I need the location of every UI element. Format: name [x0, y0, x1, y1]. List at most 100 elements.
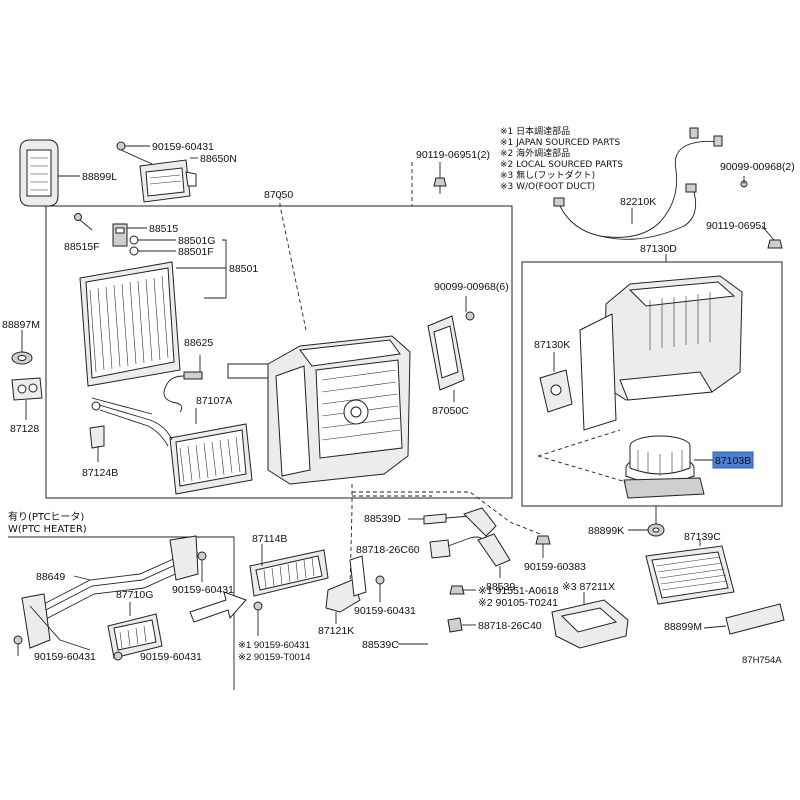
expansion-valve-88515-part	[112, 223, 128, 247]
grommet-87128-part	[11, 377, 43, 401]
gasket-88899K-part	[647, 523, 665, 537]
label-90159-60431-top: 90159-60431	[152, 141, 214, 153]
label-90119-06951-2: 90119-06951(2)	[416, 149, 490, 161]
heater-core-87107A-part	[91, 397, 253, 495]
blower-motor-87103B-part	[623, 435, 705, 499]
screw-91551-part	[449, 585, 465, 595]
amplifier-88650N-part	[139, 159, 197, 203]
label-91551: ※1 91551-A0618	[478, 585, 559, 597]
ptc-heater-frame	[8, 536, 235, 690]
label-90099-00968-2: 90099-00968(2)	[720, 161, 795, 173]
seal-88899L-part	[19, 139, 59, 207]
ptc-heading-jp: 有り(PTCヒータ)	[8, 510, 84, 523]
bolt-90119-06951-part	[767, 239, 783, 249]
diagram-code: 87H754A	[742, 655, 782, 666]
clamp-88718-26C40-part	[447, 617, 463, 633]
label-88539: 88539	[486, 581, 515, 593]
hose-88539C-part	[424, 564, 439, 653]
seal-strip-88899M-part	[725, 603, 785, 635]
label-90159-60431-low: 90159-60431	[354, 605, 416, 617]
hose-88539D-part	[423, 507, 497, 537]
label-190159: ※1 90159-60431	[238, 640, 310, 651]
label-82210K: 82210K	[620, 196, 656, 208]
label-290159: ※2 90159-T0014	[238, 652, 310, 663]
label-87710G: 87710G	[116, 589, 153, 601]
label-88539D: 88539D	[364, 513, 401, 525]
o-ring-88501F-part	[129, 246, 139, 256]
note-1: ※1 日本調達部品	[500, 125, 570, 137]
main-unit-frame	[45, 205, 513, 499]
label-90159-60431-mid: 90159-60431	[172, 584, 234, 596]
note-4: ※2 LOCAL SOURCED PARTS	[500, 160, 623, 170]
bracket-87121K-part	[325, 555, 367, 613]
thermistor-88625-part	[163, 371, 203, 413]
highlight-87103B	[712, 451, 754, 469]
label-87107A: 87107A	[196, 395, 232, 407]
evaporator-88501-part	[79, 261, 181, 387]
label-87114B: 87114B	[252, 533, 287, 545]
ptc-heater-87710G-part	[107, 613, 163, 659]
label-87130K: 87130K	[534, 339, 570, 351]
label-87130D: 87130D	[640, 243, 677, 255]
label-87139C: 87139C	[684, 531, 721, 543]
screw-bl-part	[13, 635, 23, 656]
wire-harness-82210K-part	[553, 127, 748, 240]
blower-unit-frame	[521, 261, 783, 507]
label-90105: ※2 90105-T0241	[478, 597, 558, 609]
duct-87211X-part	[551, 599, 629, 649]
pipe-88649-part	[39, 535, 199, 621]
servo-87130K-part	[539, 369, 573, 413]
actuator-87050C-part	[427, 311, 475, 391]
label-87128: 87128	[10, 423, 39, 435]
label-88718-26C60: 88718-26C60	[356, 544, 420, 556]
label-88899M: 88899M	[664, 621, 702, 633]
label-88515: 88515	[149, 223, 178, 235]
label-90159-60383: 90159-60383	[524, 561, 586, 573]
screw-mid-part	[197, 551, 207, 582]
blower-case-87130D-part	[579, 275, 743, 431]
label-88649: 88649	[36, 571, 65, 583]
label-90119-06951: 90119-06951	[706, 220, 767, 232]
air-filter-87139C-part	[645, 545, 735, 605]
label-87121K: 87121K	[318, 625, 354, 637]
label-88501: 88501	[229, 263, 258, 275]
label-87124B: 87124B	[82, 467, 118, 479]
label-87050C: 87050C	[432, 405, 469, 417]
clamp-87124B-part	[89, 425, 105, 449]
grommet-88897M-part	[11, 351, 33, 365]
label-90159-60431-bl: 90159-60431	[34, 651, 96, 663]
note-5: ※3 無し(フットダクト)	[500, 169, 595, 181]
note-2: ※1 JAPAN SOURCED PARTS	[500, 138, 620, 148]
label-88650N: 88650N	[200, 153, 237, 165]
bracket-left-part	[21, 593, 91, 651]
label-88539C: 88539C	[362, 639, 399, 651]
label-88515F: 88515F	[64, 241, 100, 253]
direction-arrow	[189, 591, 247, 623]
label-88899K: 88899K	[588, 525, 624, 537]
label-88899L: 88899L	[82, 171, 117, 183]
label-87211X: ※3 87211X	[562, 581, 615, 593]
screw-90159-60383-part	[535, 535, 551, 545]
ptc-heading-en: W(PTC HEATER)	[8, 524, 87, 535]
hvac-housing-87050-part	[227, 335, 411, 485]
label-88897M: 88897M	[2, 319, 40, 331]
label-87103B: 87103B	[715, 455, 751, 467]
ptc-unit-87114B-part	[249, 549, 329, 611]
note-6: ※3 W/O(FOOT DUCT)	[500, 182, 595, 192]
bolt-90119-06951-2-part	[433, 177, 447, 194]
label-88625: 88625	[184, 337, 213, 349]
hose-88539-part	[477, 533, 511, 567]
screw-88515F-part	[74, 213, 93, 231]
screw-bm-part	[113, 651, 123, 661]
screw-top-part	[116, 141, 150, 151]
label-88501G: 88501G	[178, 235, 215, 247]
label-87050: 87050	[264, 189, 293, 201]
screw-90159-60431-low-part	[375, 575, 385, 602]
note-3: ※2 海外調達部品	[500, 147, 570, 159]
label-88718-26C40: 88718-26C40	[478, 620, 542, 632]
label-90159-60431-bm: 90159-60431	[140, 651, 202, 663]
label-90099-00968-6: 90099-00968(6)	[434, 281, 509, 293]
label-88501F: 88501F	[178, 246, 214, 258]
o-ring-88501G-part	[129, 235, 139, 245]
